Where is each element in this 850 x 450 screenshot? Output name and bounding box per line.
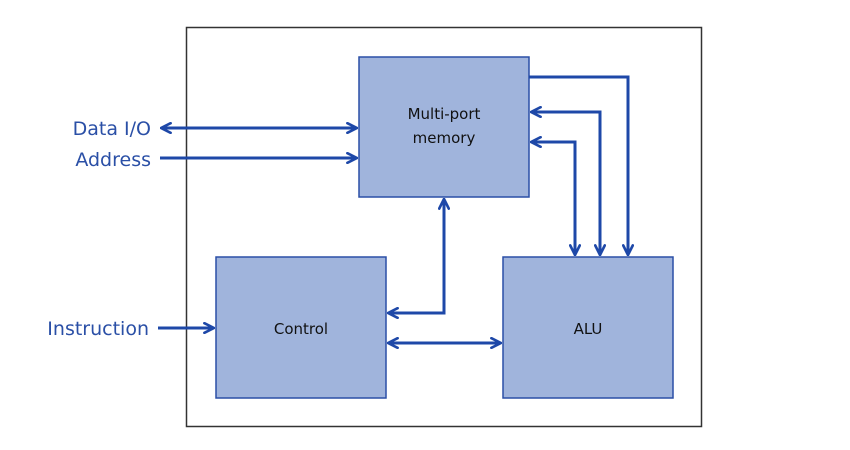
memory-label-line2: memory (413, 129, 476, 147)
system-boundary-frame (185, 26, 703, 428)
control-label: Control (274, 320, 328, 338)
memory-alu-output-arrow (529, 75, 628, 255)
address-label: Address (75, 149, 151, 171)
memory-block: Multi-port memory (358, 56, 530, 198)
data-io-label: Data I/O (73, 118, 151, 140)
alu-label: ALU (574, 320, 603, 338)
memory-alu-port1-arrow (531, 142, 575, 255)
alu-block: ALU (502, 256, 674, 399)
memory-alu-port2-arrow (531, 112, 600, 255)
control-block: Control (215, 256, 387, 399)
memory-label-line1: Multi-port (408, 105, 481, 123)
instruction-label: Instruction (47, 318, 149, 340)
control-memory-arrow (388, 199, 444, 313)
